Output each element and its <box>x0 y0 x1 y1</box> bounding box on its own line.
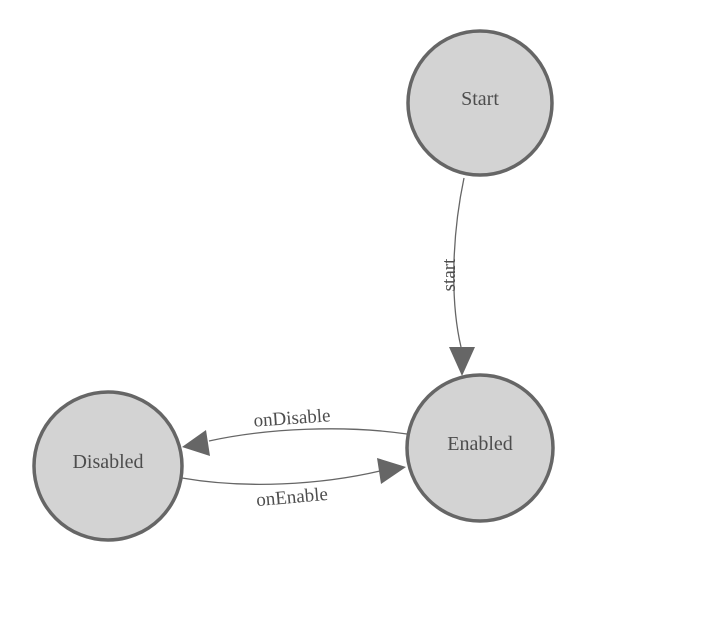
edge-label-start: start <box>439 258 460 291</box>
state-node-start-label: Start <box>461 88 499 110</box>
edge-start-to-enabled <box>453 177 465 348</box>
state-node-disabled-label: Disabled <box>72 451 143 473</box>
state-node-enabled-label: Enabled <box>447 433 513 455</box>
state-node-disabled[interactable] <box>32 390 184 542</box>
edge-label-onenable: onEnable <box>255 484 328 511</box>
edge-disabled-to-enabled <box>181 470 381 485</box>
edge-enabled-to-disabled <box>208 428 408 442</box>
edge-label-ondisable: onDisable <box>253 405 331 431</box>
state-node-start[interactable] <box>406 29 554 177</box>
arrowhead-start-to-enabled-icon <box>449 347 475 376</box>
state-node-enabled[interactable] <box>405 373 555 523</box>
arrowhead-enabled-to-disabled-icon <box>182 430 210 456</box>
arrowhead-disabled-to-enabled-icon <box>377 458 406 484</box>
